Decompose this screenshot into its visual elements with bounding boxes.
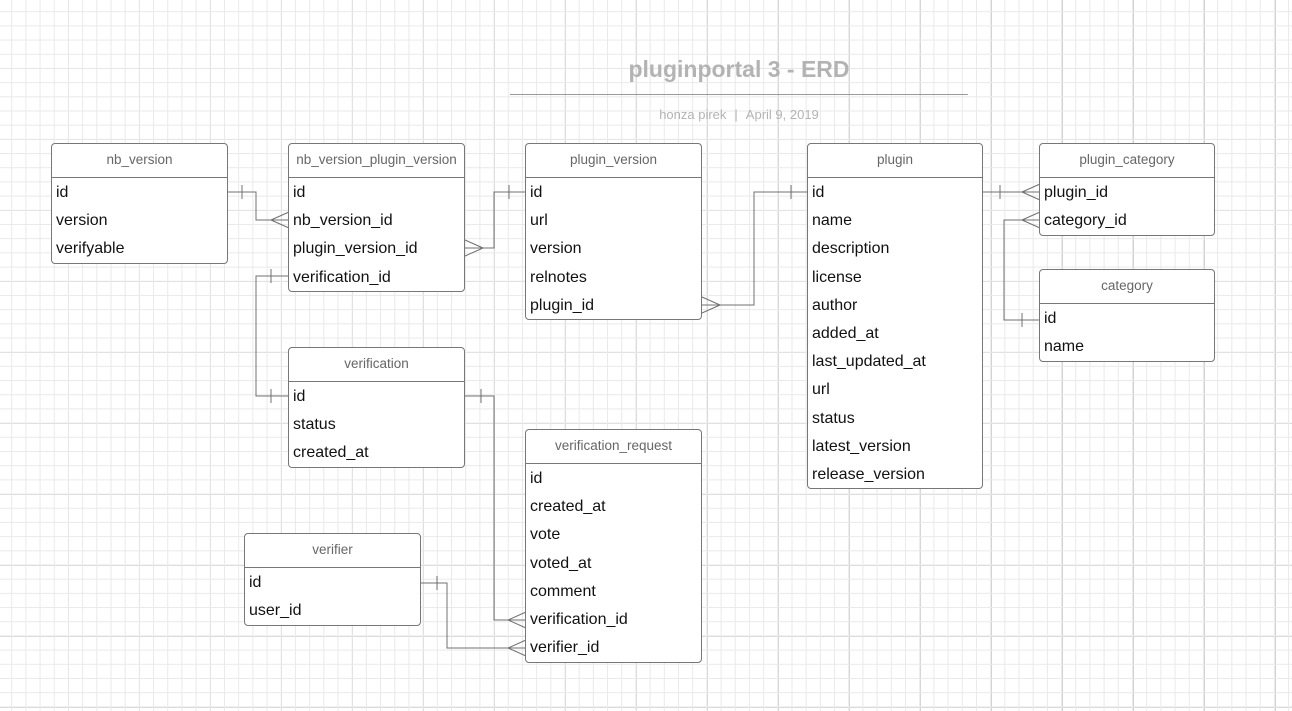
rel-verifier-line [421,582,526,649]
entity-plugin[interactable]: plugin id name description license author add… [807,143,983,489]
field-plugin-id: plugin_id [1044,184,1109,201]
entity-nb-version-plugin-version[interactable]: nb_version_plugin_version id nb_version_i… [288,143,465,292]
field-status: status [293,416,336,434]
field-id: id [1044,310,1057,327]
rel-nb-version-many-mark [270,211,290,229]
field-voted-at: voted_at [530,554,592,572]
field-description: description [812,240,890,258]
field-release-version: release_version [812,465,925,483]
field-url: url [812,381,830,399]
field-name: name [812,212,853,230]
entity-title: verification_request [526,430,701,464]
field-version: version [530,240,582,258]
field-author: author [812,296,858,314]
entity-verification[interactable]: verification id status created_at [288,347,465,468]
field-verification-id: verification_id [293,268,391,286]
rel-verification-request-line [465,395,526,621]
rel-plugin-version-line [465,191,526,249]
rel-category-line [1003,219,1040,321]
field-version: version [56,212,108,230]
entity-title: plugin_version [526,144,701,178]
field-created-at: created_at [293,444,369,462]
entity-plugin-version[interactable]: plugin_version id url version relnotes plugi… [525,143,702,320]
field-list: id version verifyable [52,179,227,264]
field-name: name [1044,338,1085,356]
entity-verifier[interactable]: verifier id user_id [244,533,421,626]
field-id: id [56,184,69,201]
rel-plugin-version-fk-line [702,191,807,306]
field-list: id nb_version_id plugin_version_id verifica… [289,179,464,292]
field-user-id: user_id [249,602,302,620]
entity-title: nb_version [52,144,227,178]
field-nb-version-id: nb_version_id [293,212,393,230]
field-list: id user_id [245,569,420,625]
rel-plugin-version-many-mark [464,239,484,257]
field-id: id [249,574,262,591]
field-list: id status created_at [289,383,464,468]
field-plugin-version-id: plugin_version_id [293,240,418,258]
entity-title: plugin_category [1040,144,1214,178]
field-id: id [812,184,825,201]
rel-verifier-many-mark [507,639,527,657]
field-verification-id: verification_id [530,610,628,628]
field-relnotes: relnotes [530,268,587,286]
diagram-date: April 9, 2019 [745,107,819,122]
diagram-subtitle: honza pirek | April 9, 2019 [510,107,968,122]
entity-title: category [1040,270,1214,304]
entity-plugin-category[interactable]: plugin_category plugin_id category_id [1039,143,1215,236]
entity-title: nb_version_plugin_version [289,144,464,178]
field-verifier-id: verifier_id [530,639,600,657]
rel-plugin-category-many-mark [1021,183,1041,201]
field-id: id [530,470,543,487]
entity-nb-version[interactable]: nb_version id version verifyable [51,143,228,264]
field-added-at: added_at [812,324,879,342]
field-comment: comment [530,582,596,600]
rel-verification-request-many-mark [507,611,527,629]
entity-title: verifier [245,534,420,568]
field-category-id: category_id [1044,212,1127,230]
field-created-at: created_at [530,498,606,516]
field-license: license [812,268,862,286]
title-underline [510,94,968,95]
field-plugin-id: plugin_id [530,296,595,314]
rel-verification-link-line [255,275,289,397]
rel-category-many-mark [1021,211,1041,229]
field-latest-version: latest_version [812,437,911,455]
entity-category[interactable]: category id name [1039,269,1215,362]
field-id: id [293,184,306,201]
author-name: honza pirek [659,107,727,122]
field-status: status [812,409,855,427]
field-id: id [530,184,543,201]
field-list: id name [1040,305,1214,361]
field-last-updated-at: last_updated_at [812,353,926,371]
field-list: plugin_id category_id [1040,179,1214,235]
rel-plugin-version-fk-many-mark [701,296,721,314]
field-vote: vote [530,526,561,544]
subtitle-separator: | [734,107,738,122]
field-url: url [530,212,548,230]
diagram-title: pluginportal 3 - ERD [628,56,850,82]
field-list: id url version relnotes plugin_id [526,179,701,320]
field-verifyable: verifyable [56,240,125,258]
entity-title: plugin [808,144,982,178]
field-id: id [293,388,306,405]
entity-title: verification [289,348,464,382]
